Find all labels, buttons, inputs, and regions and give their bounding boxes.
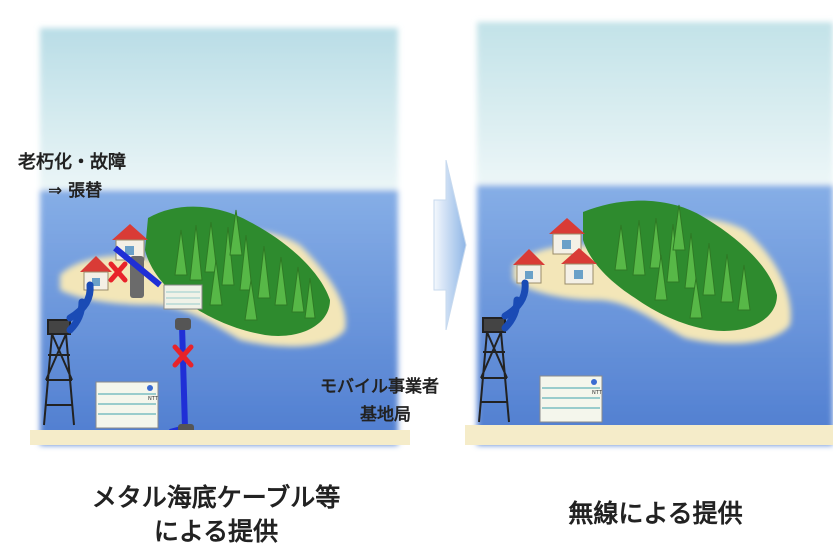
exchange-cabinet: NTT <box>539 375 603 423</box>
fault-cross-icon <box>172 344 194 368</box>
transition-arrow-icon <box>433 160 467 330</box>
station-label-line2: 基地局 <box>360 405 411 425</box>
fault-cross-icon <box>108 261 128 283</box>
ntt-logo: NTT <box>592 390 603 396</box>
junction-box <box>163 284 203 310</box>
left-scene: NTT <box>30 28 410 445</box>
right-caption: 無線による提供 <box>568 499 743 528</box>
shore <box>30 430 410 445</box>
house-3 <box>561 248 597 285</box>
house-1 <box>513 249 545 284</box>
exchange-cabinet: NTT <box>95 381 159 429</box>
sky <box>477 22 833 192</box>
sky <box>40 28 398 198</box>
left-caption-line2: による提供 <box>153 517 279 546</box>
annotation-replacement: ⇒ 張替 <box>48 181 103 201</box>
trees <box>174 209 316 321</box>
station-label-line1: モバイル事業者 <box>320 377 439 397</box>
cell-tower-icon <box>43 319 75 426</box>
radio-wave-icon <box>501 279 529 332</box>
radio-wave-icon <box>66 281 94 334</box>
right-scene: NTT <box>465 22 833 445</box>
cable-connector <box>175 318 191 330</box>
shore <box>465 425 833 445</box>
house-2 <box>549 218 585 255</box>
left-caption-line1: メタル海底ケーブル等 <box>91 483 341 512</box>
annotation-aging-failure: 老朽化・故障 <box>18 152 126 173</box>
ntt-logo: NTT <box>148 396 159 402</box>
trees <box>614 204 751 319</box>
